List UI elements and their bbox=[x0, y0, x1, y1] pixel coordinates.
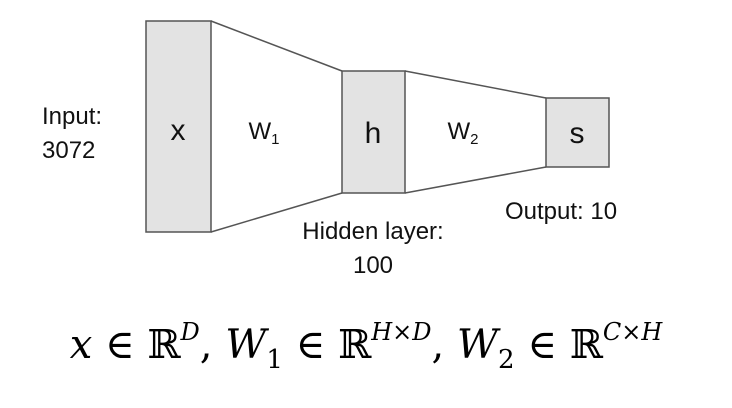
formula-in-1: ∈ bbox=[104, 322, 135, 368]
formula-comma-1: , bbox=[199, 322, 213, 368]
formula-w1: W bbox=[225, 322, 267, 368]
input-layer-box bbox=[145, 20, 212, 233]
w1-letter: W bbox=[248, 118, 272, 145]
output-layer-box bbox=[545, 97, 610, 168]
formula-w2: W bbox=[456, 322, 499, 368]
w1-label: W1 bbox=[249, 118, 280, 148]
hidden-caption-line2: 100 bbox=[352, 252, 394, 279]
input-caption-line2: 3072 bbox=[42, 137, 96, 164]
dimension-formula: x ∈ ℝD, W1 ∈ ℝH×D, W2 ∈ ℝC×H bbox=[70, 318, 663, 375]
w2-label: W2 bbox=[448, 118, 479, 148]
w1-subscript: 1 bbox=[271, 131, 280, 148]
edge-h-s-bottom bbox=[404, 166, 547, 194]
input-caption-line1: Input: bbox=[42, 103, 103, 130]
formula-w2-sub: 2 bbox=[498, 345, 515, 375]
hidden-layer-letter: h bbox=[364, 117, 382, 150]
formula-comma-2: , bbox=[431, 322, 445, 368]
hidden-layer-caption: Hidden layer: 100 bbox=[302, 215, 443, 283]
formula-dim-w2: C×H bbox=[602, 318, 663, 346]
edge-h-s-top bbox=[404, 70, 547, 99]
output-layer-letter: s bbox=[569, 117, 585, 150]
edge-x-h-top bbox=[210, 20, 343, 72]
input-layer-caption: Input: 3072 bbox=[42, 100, 102, 168]
formula-reals-2: ℝ bbox=[337, 322, 372, 368]
formula-in-3: ∈ bbox=[527, 322, 557, 368]
formula-x: x bbox=[69, 322, 93, 368]
formula-dim-x: D bbox=[180, 318, 200, 346]
formula-reals-3: ℝ bbox=[569, 322, 603, 368]
hidden-caption-line1: Hidden layer: bbox=[302, 218, 444, 245]
edge-x-h-bottom bbox=[210, 192, 343, 233]
output-layer-caption: Output: 10 bbox=[505, 198, 618, 225]
w2-letter: W bbox=[447, 118, 471, 145]
formula-dim-w1: H×D bbox=[371, 318, 432, 346]
network-diagram bbox=[145, 20, 610, 233]
hidden-layer-box bbox=[341, 70, 406, 194]
w2-subscript: 2 bbox=[470, 131, 479, 148]
input-layer-letter: x bbox=[170, 114, 186, 147]
formula-reals-1: ℝ bbox=[147, 322, 181, 368]
formula-w1-sub: 1 bbox=[266, 345, 283, 375]
formula-in-2: ∈ bbox=[295, 322, 326, 368]
